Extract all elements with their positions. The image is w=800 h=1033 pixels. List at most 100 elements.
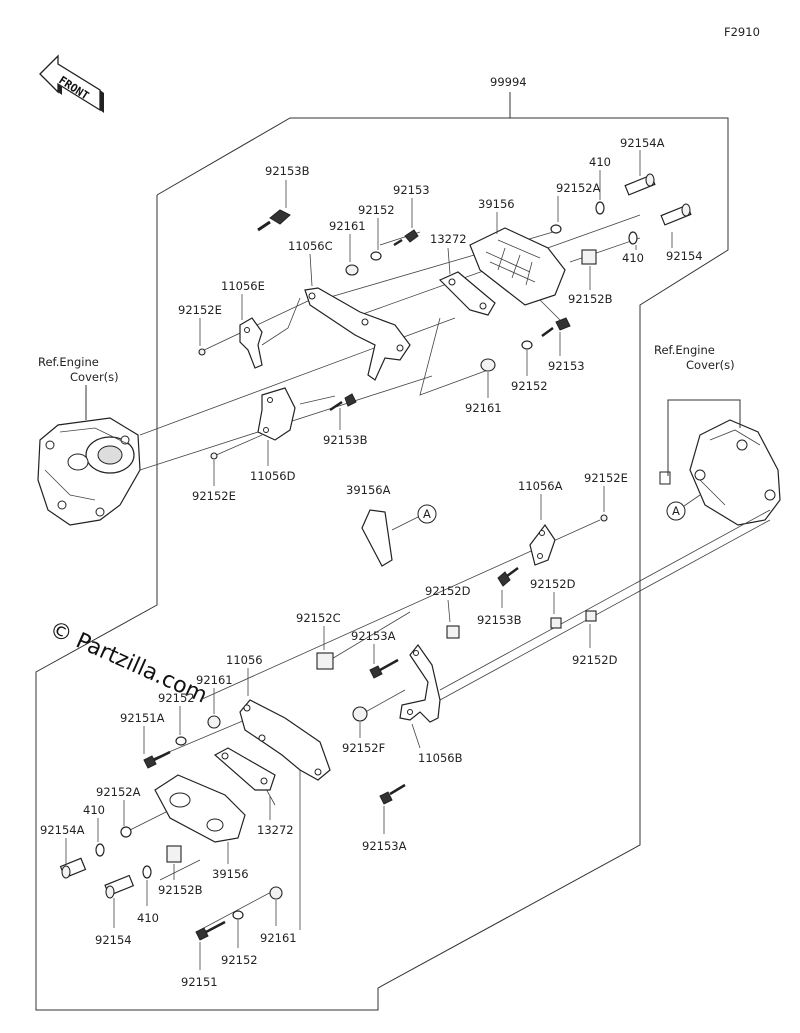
label-92152d-b: 92152D — [530, 577, 576, 591]
assembly-number: 99994 — [490, 75, 527, 89]
label-11056: 11056 — [226, 653, 263, 667]
label-92154a-low: 92154A — [40, 823, 85, 837]
spacer-92152d-c — [585, 610, 597, 622]
washer-92152-mid — [521, 340, 533, 350]
bracket-11056e — [239, 317, 263, 369]
label-92152e-mid: 92152E — [192, 489, 236, 503]
label-92161-low: 92161 — [196, 673, 233, 687]
part-labels: 92153B 92153 92152 92161 11056C 13272 39… — [40, 136, 703, 989]
bolt-92154a-low — [59, 857, 87, 879]
label-92151a: 92151A — [120, 711, 165, 725]
bolt-92151a — [143, 750, 171, 769]
engine-cover-right — [659, 419, 781, 526]
ref-engine-right-1: Ref.Engine — [654, 343, 715, 357]
label-11056e: 11056E — [221, 279, 265, 293]
engine-cover-left — [37, 417, 141, 526]
bracket-11056c — [304, 287, 411, 381]
ref-engine-right-2: Cover(s) — [686, 358, 735, 372]
washer-92152-top — [370, 251, 382, 261]
washer-410-low — [95, 843, 105, 857]
spacer-92152f — [352, 706, 368, 722]
label-410-b: 410 — [622, 251, 644, 265]
plate-13272-low — [213, 747, 276, 791]
label-39156-low: 39156 — [212, 867, 249, 881]
bolt-92153a-top — [369, 658, 399, 679]
label-92161: 92161 — [329, 219, 366, 233]
spacer-92152c — [316, 652, 334, 670]
bolt-92153b-right — [497, 566, 519, 587]
bracket-11056 — [239, 699, 331, 781]
figure-code: F2910 — [724, 25, 760, 39]
label-92152e: 92152E — [178, 303, 222, 317]
slider-39156-low — [154, 774, 246, 843]
bracket-11056b — [399, 643, 441, 723]
label-92154: 92154 — [666, 249, 703, 263]
bolt-92153-top — [393, 229, 419, 247]
spacer-92152d-a — [446, 625, 460, 639]
bracket-11056d — [257, 387, 296, 441]
callout-a-right: A — [666, 494, 701, 521]
label-92153: 92153 — [393, 183, 430, 197]
spacer-92152b-top — [581, 249, 597, 265]
label-92152: 92152 — [358, 203, 395, 217]
label-410-low: 410 — [83, 803, 105, 817]
label-11056a: 11056A — [518, 479, 563, 493]
bolt-92153b-top — [257, 209, 291, 232]
label-92154a: 92154A — [620, 136, 665, 150]
spacer-92152b-low — [166, 845, 182, 863]
spacer-92161-bot — [269, 886, 283, 900]
slider-39156-top — [469, 227, 566, 306]
label-92152-mid: 92152 — [511, 379, 548, 393]
label-92153b-mid: 92153B — [323, 433, 368, 447]
label-410-low2: 410 — [137, 911, 159, 925]
assembly-outline — [35, 117, 729, 1011]
label-92152d-c: 92152D — [572, 653, 618, 667]
bracket-11056a — [529, 523, 556, 566]
label-92153a: 92153A — [351, 629, 396, 643]
ref-engine-left-1: Ref.Engine — [38, 355, 99, 369]
svg-text:A: A — [423, 507, 431, 521]
washer-92152e-right — [600, 514, 608, 522]
label-92152f: 92152F — [342, 741, 385, 755]
label-92153b: 92153B — [265, 164, 310, 178]
washer-92152e-mid — [210, 452, 218, 460]
washer-410-top2 — [628, 231, 638, 245]
label-11056b: 11056B — [418, 751, 463, 765]
callout-a-left: A — [391, 504, 437, 531]
label-92152-low: 92152 — [158, 691, 195, 705]
leader-lines — [65, 150, 673, 970]
label-92154-low: 92154 — [95, 933, 132, 947]
washer-92152a-top — [550, 224, 562, 234]
front-arrow-icon: FRONT — [39, 54, 104, 113]
label-92152b-low: 92152B — [158, 883, 203, 897]
label-92152e-right: 92152E — [584, 471, 628, 485]
label-92152b: 92152B — [568, 292, 613, 306]
label-92161-bot: 92161 — [260, 931, 297, 945]
label-92152-bot: 92152 — [221, 953, 258, 967]
label-39156a: 39156A — [346, 483, 391, 497]
label-11056d: 11056D — [250, 469, 296, 483]
label-11056c: 11056C — [288, 239, 333, 253]
washer-92152a-low — [120, 826, 132, 838]
plate-13272-top — [438, 271, 496, 316]
spacer-92161-low — [207, 715, 221, 729]
label-39156: 39156 — [478, 197, 515, 211]
washer-92152e-top — [198, 348, 206, 356]
svg-text:A: A — [672, 504, 680, 518]
bolt-92151 — [195, 920, 226, 941]
bolt-92153b-mid — [329, 393, 357, 412]
washer-410-top — [595, 201, 605, 215]
spacer-92161-top — [345, 264, 359, 276]
label-92153-mid: 92153 — [548, 359, 585, 373]
bolt-92154-top — [660, 203, 692, 226]
ref-engine-left-2: Cover(s) — [70, 370, 119, 384]
bolt-92153-mid — [541, 317, 571, 338]
spacer-92161-mid — [480, 358, 496, 372]
label-410: 410 — [589, 155, 611, 169]
washer-410-low2 — [142, 865, 152, 879]
bolt-92154-low — [104, 874, 135, 899]
label-92153b-right: 92153B — [477, 613, 522, 627]
washer-92152-bot — [232, 910, 244, 920]
label-92153a-b: 92153A — [362, 839, 407, 853]
